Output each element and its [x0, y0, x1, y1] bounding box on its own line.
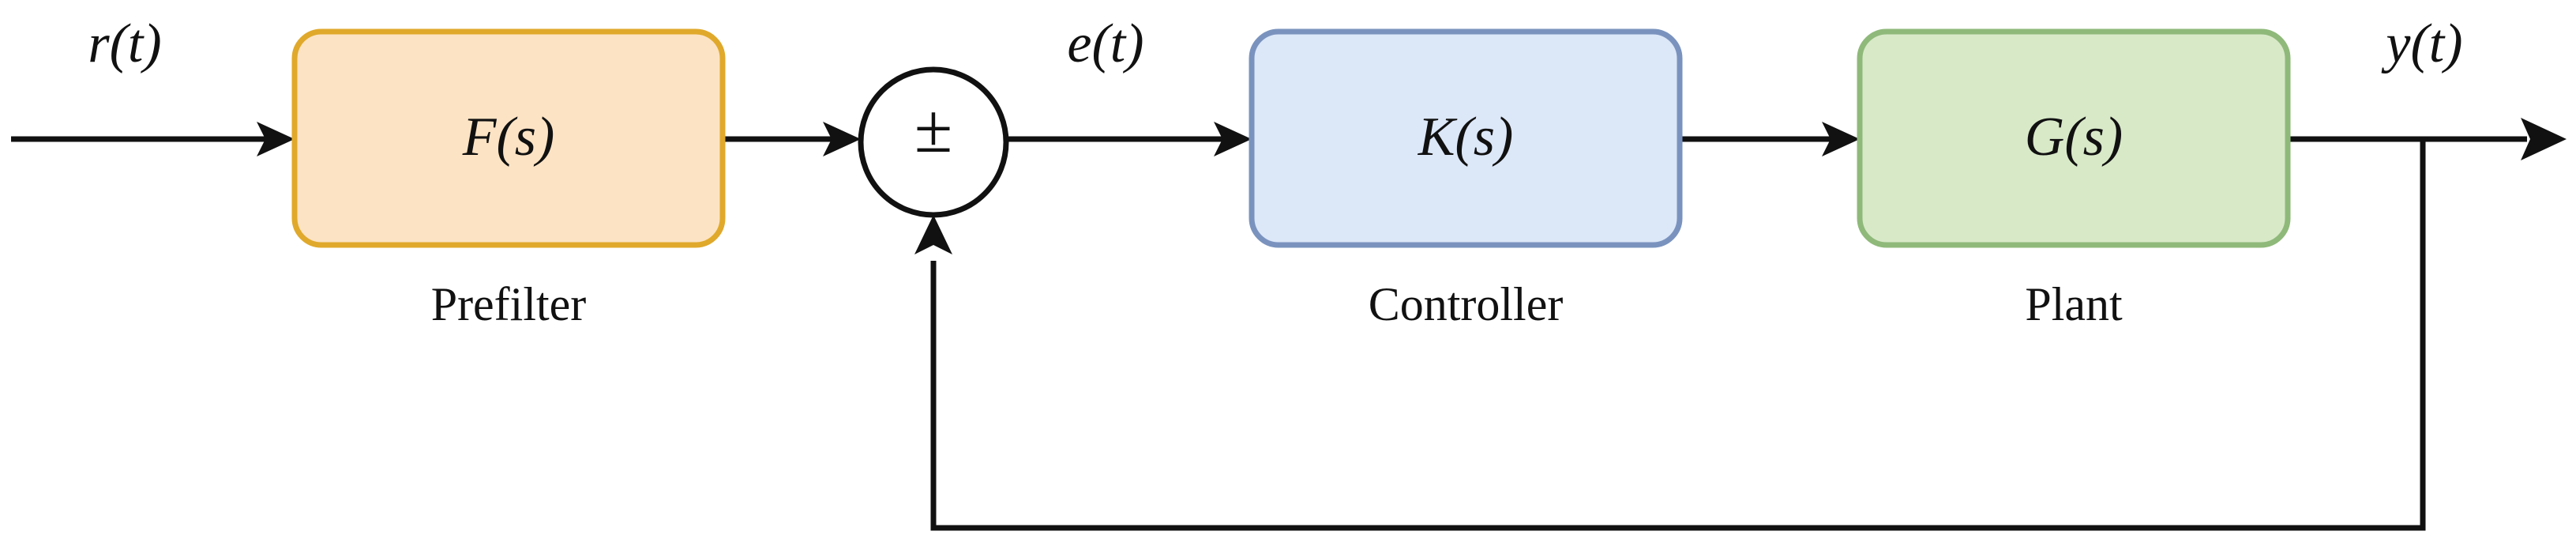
arrowhead-into-sum: [823, 122, 861, 156]
prefilter-transfer-function: F(s): [462, 107, 555, 168]
controller-transfer-function: K(s): [1418, 107, 1514, 168]
controller-box[interactable]: [1249, 28, 1683, 248]
block-plant[interactable]: G(s): [1857, 28, 2291, 248]
block-controller[interactable]: K(s): [1249, 28, 1683, 248]
summing-junction-circle[interactable]: [858, 66, 1009, 218]
signal-label-output: y(t): [2381, 13, 2462, 74]
block-prefilter[interactable]: F(s): [291, 28, 726, 248]
arrowhead-feedback-into-sum: [914, 215, 952, 254]
plus-minus-icon: ±: [914, 91, 952, 168]
plant-box[interactable]: [1857, 28, 2291, 248]
arrowhead-output: [2521, 118, 2567, 160]
arrowhead-into-controller: [1214, 122, 1252, 156]
arrowhead-into-prefilter: [257, 122, 295, 156]
controller-caption: Controller: [1369, 278, 1564, 330]
plant-caption: Plant: [2025, 278, 2123, 330]
prefilter-box[interactable]: [291, 28, 726, 248]
summing-junction[interactable]: ±: [858, 66, 1009, 218]
arrowhead-into-plant: [1822, 122, 1860, 156]
signal-label-reference: r(t): [88, 13, 161, 74]
wire-feedback-path: [930, 139, 2426, 531]
plant-transfer-function: G(s): [2025, 107, 2123, 168]
signal-label-error: e(t): [1067, 13, 1143, 74]
prefilter-caption: Prefilter: [431, 278, 587, 330]
